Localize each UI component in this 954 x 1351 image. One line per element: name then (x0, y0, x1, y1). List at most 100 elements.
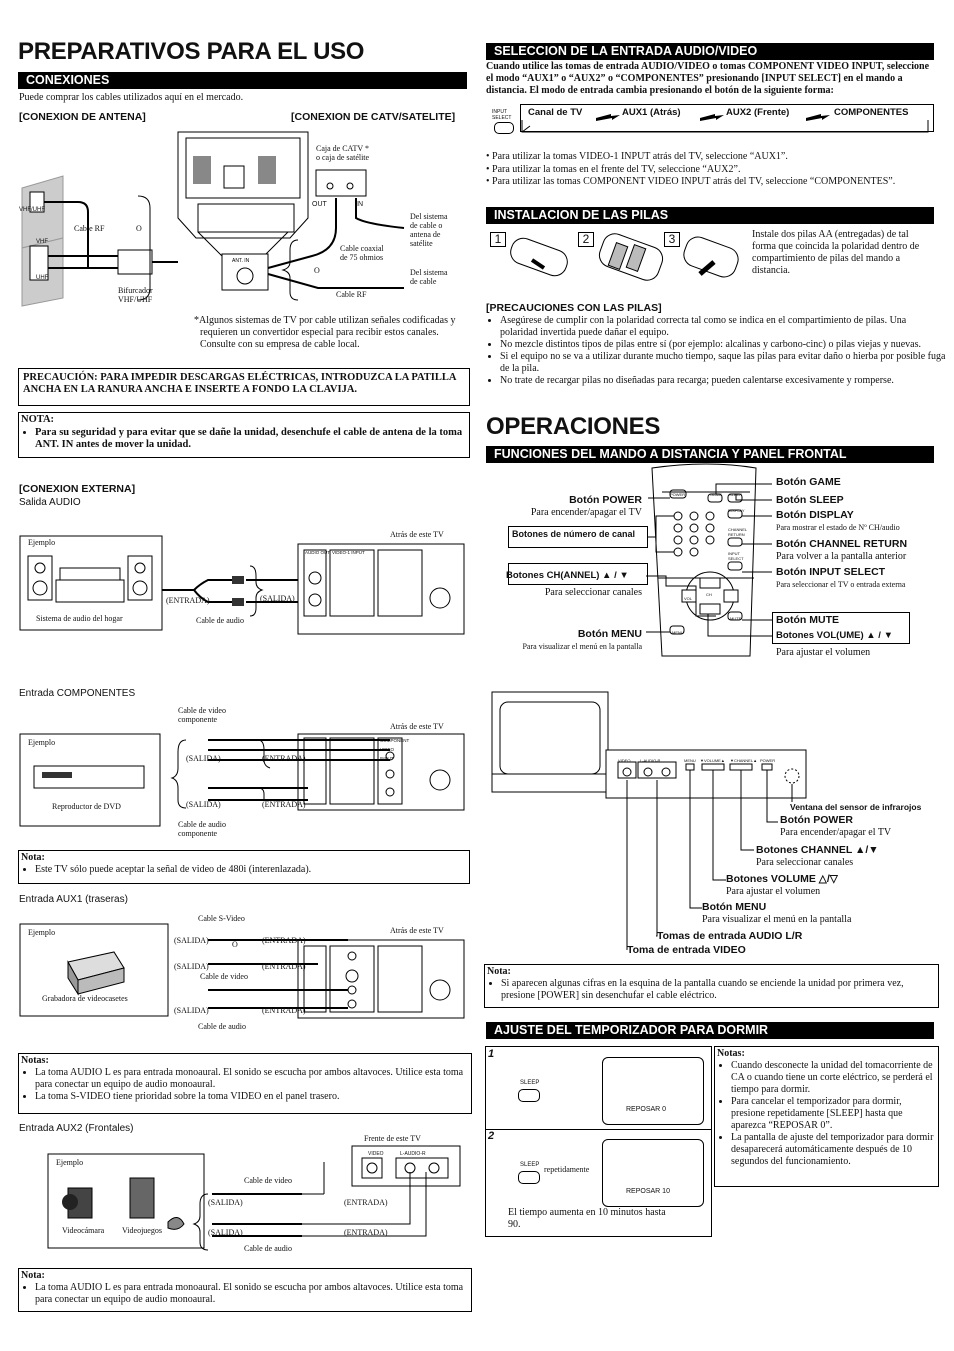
sleep-key-label-2: SLEEP (520, 1162, 540, 1168)
sleep-divider (486, 1129, 711, 1130)
cable-video-label: Cable de video (200, 972, 248, 981)
key-mute: MUTE (730, 616, 742, 621)
uhf-label: UHF (36, 275, 49, 281)
precaucion-item: Asegúrese de cumplir con la polaridad co… (500, 315, 946, 339)
cable-rf-label: Cable RF (74, 224, 105, 233)
front-volume-desc: Para ajustar el volumen (726, 886, 821, 897)
usos-item: • Para utilizar las tomas COMPONENT VIDE… (486, 176, 896, 187)
remote-isel-label: Botón INPUT SELECT (776, 566, 886, 578)
ejemplo-label-3: Ejemplo (28, 928, 56, 937)
front-menu-label: Botón MENU (702, 901, 767, 913)
frente-tv-label: Frente de este TV (364, 1134, 421, 1143)
remote-ch-desc: Para seleccionar canales (544, 587, 642, 598)
nota-right-item: Si aparecen algunas cifras en la esquina… (501, 978, 936, 1002)
precaucion-item: No trate de recargar pilas no diseñadas … (500, 375, 946, 387)
panel-power: POWER (760, 758, 776, 763)
o-label-2: O (314, 266, 320, 275)
key-chret: CHANNEL RETURN (728, 527, 748, 537)
remote-numeros-label: Botones de número de canal (512, 529, 636, 539)
bifurcador-label: Bifurcador VHF/UHF (118, 286, 153, 304)
key-menu: MENU (672, 630, 684, 635)
key-ch: CH (706, 592, 712, 597)
mute-box (772, 612, 910, 644)
panel-laudio: L-AUDIO-R (640, 758, 661, 763)
catv-header: [CONEXION DE CATV/SATELITE] (291, 111, 456, 123)
key-display: DISPLAY (728, 508, 745, 513)
salida-tag: (SALIDA) (260, 594, 295, 603)
input-select-key (494, 122, 514, 134)
aux1-diagram: Cable S-Video Atrás de este TV Ejemplo (… (18, 910, 468, 1040)
o-label-3: O (232, 940, 238, 949)
nota4-title: Nota: (21, 1270, 45, 1281)
flow-item: AUX1 (Atrás) (622, 107, 681, 118)
entrada-tag: (ENTRADA) (166, 596, 210, 605)
cable-coaxial-label: Cable coaxial de 75 ohmios (340, 244, 384, 262)
entrada-tag-2: (ENTRADA) (262, 754, 306, 763)
flow-item: AUX2 (Frente) (726, 107, 790, 118)
notas-dormir-box: Notas: Cuando desconecte la unidad del t… (714, 1046, 939, 1187)
front-power-desc: Para encender/apagar el TV (780, 827, 892, 838)
del-sistema-cable-label: Del sistema de cable (410, 268, 448, 286)
sleep-step-1: 1 (488, 1048, 495, 1060)
entrada-componentes-label: Entrada COMPONENTES (19, 688, 136, 699)
nota-right-box: Nota: Si aparecen algunas cifras en la e… (484, 964, 939, 1008)
reposar0-label: REPOSAR 0 (626, 1106, 667, 1113)
atras-tv-label-3: Atrás de este TV (390, 926, 444, 935)
salida-tag-4: (SALIDA) (174, 936, 209, 945)
ejemplo-label: Ejemplo (28, 538, 56, 547)
remote-isel-desc: Para seleccionar el TV o entrada externa (776, 580, 906, 589)
page-title: PREPARATIVOS PARA EL USO (18, 38, 365, 65)
sleep-screen-2 (602, 1139, 704, 1207)
notas3-box: Notas: La toma AUDIO L es para entrada m… (18, 1053, 472, 1114)
salida-tag-2: (SALIDA) (186, 754, 221, 763)
aumenta-label: El tiempo aumenta en 10 minutos hasta 90… (508, 1207, 666, 1230)
entrada-tag-8: (ENTRADA) (344, 1228, 388, 1237)
key-game: GAME (710, 492, 722, 497)
atras-tv-label: Atrás de este TV (390, 530, 444, 539)
notas-dormir-item: La pantalla de ajuste del temporizador p… (731, 1132, 936, 1168)
numeros-box (508, 526, 648, 548)
usos-list: • Para utilizar la tomas VIDEO-1 INPUT a… (486, 151, 932, 189)
salida-tag-7: (SALIDA) (208, 1198, 243, 1207)
entrada-tag-6: (ENTRADA) (262, 1006, 306, 1015)
panel-menu: MENU (684, 758, 696, 763)
sleep-diagram: 1 SLEEP REPOSAR 0 2 SLEEP repetidamente … (485, 1046, 712, 1237)
key-isel: INPUT SELECT (728, 551, 744, 561)
panel-video: VIDEO (618, 758, 631, 763)
cables-note: Puede comprar los cables utilizados aquí… (19, 92, 244, 103)
front-video-label: Toma de entrada VIDEO (627, 944, 746, 956)
notas-dormir-item: Para cancelar el temporizador para dormi… (731, 1096, 936, 1132)
sleep-step-2: 2 (488, 1130, 495, 1142)
remote-sleep-label: Botón SLEEP (776, 494, 844, 506)
repetidamente-label: repetidamente (544, 1165, 590, 1174)
sleep-key-2 (518, 1171, 540, 1184)
salida-tag-5: (SALIDA) (174, 962, 209, 971)
remote-display-desc: Para mostrar el estado de Nº CH/audio (776, 523, 900, 532)
remote-return-desc: Para volver a la pantalla anterior (776, 551, 907, 562)
cable-rf-label-2: Cable RF (336, 290, 367, 299)
vhf-label: VHF (36, 239, 48, 245)
caja-catv-label: Caja de CATV * o caja de satélite (316, 144, 370, 162)
flow-item: COMPONENTES (834, 107, 909, 118)
remote-power-desc: Para encender/apagar el TV (530, 507, 642, 518)
salida-audio-label: Salida AUDIO (19, 497, 81, 508)
entrada-tag-5: (ENTRADA) (262, 962, 306, 971)
nota4-box: Nota: La toma AUDIO L es para entrada mo… (18, 1268, 472, 1312)
cable-audio-label-3: Cable de audio (244, 1244, 292, 1253)
section-bar-seleccion: SELECCION DE LA ENTRADA AUDIO/VIDEO (486, 43, 934, 60)
salida-tag-8: (SALIDA) (208, 1228, 243, 1237)
cable-audio-comp-label: Cable de audio componente (178, 820, 226, 838)
pilas-step-3: 3 (664, 232, 680, 247)
precauciones-header: [PRECAUCIONES CON LAS PILAS] (486, 302, 662, 314)
del-sistema-antena-label: Del sistema de cable o antena de satélit… (410, 212, 448, 248)
remote-menu-label: Botón MENU (577, 628, 642, 640)
cable-video-comp-label: Cable de video componente (178, 706, 226, 724)
remote-return-label: Botón CHANNEL RETURN (776, 538, 908, 550)
ejemplo-label-4: Ejemplo (56, 1158, 84, 1167)
sleep-key-label-1: SLEEP (520, 1080, 540, 1086)
precauciones-list: Asegúrese de cumplir con la polaridad co… (486, 315, 946, 387)
remote-ch-label: Botones CH(ANNEL) ▲ / ▼ (506, 570, 629, 581)
salida-tag-3: (SALIDA) (186, 800, 221, 809)
panel-volume: ▼VOLUME▲ (700, 758, 725, 763)
precaucion-box: PRECAUCIÓN: PARA IMPEDIR DESCARGAS ELÉCT… (18, 368, 470, 406)
